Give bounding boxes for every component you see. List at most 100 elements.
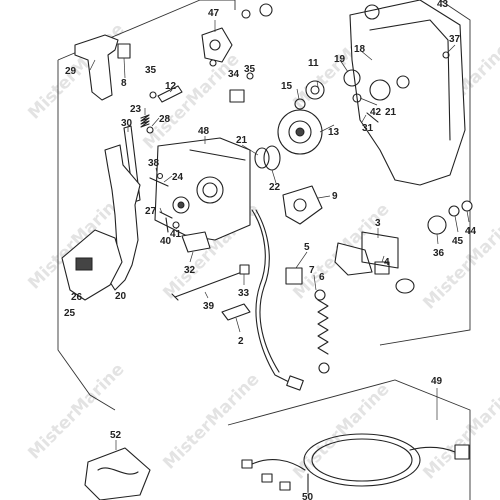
washer-22-part bbox=[263, 145, 281, 171]
watermark-10: MisterMarine bbox=[159, 369, 263, 473]
callout-5: 5 bbox=[304, 242, 310, 253]
callout-34: 34 bbox=[228, 69, 240, 80]
callout-25: 25 bbox=[64, 308, 76, 319]
cable-connector-part bbox=[286, 375, 304, 391]
callout-35-right: 35 bbox=[244, 64, 256, 75]
nut-44-part bbox=[461, 200, 473, 212]
callout-41: 41 bbox=[170, 229, 182, 240]
housing-edge-line bbox=[189, 149, 246, 161]
callout-47: 47 bbox=[208, 8, 220, 19]
rear-gear-part bbox=[369, 79, 391, 101]
block-part bbox=[229, 89, 245, 103]
callout-3: 3 bbox=[375, 218, 381, 229]
callout-32: 32 bbox=[184, 265, 196, 276]
nut-33-part bbox=[239, 264, 250, 275]
control-housing-part bbox=[154, 137, 251, 241]
switch-callout-bracket bbox=[361, 231, 399, 269]
callout-44: 44 bbox=[465, 226, 477, 237]
key-part bbox=[395, 278, 415, 294]
pivot-hub-hole-part bbox=[209, 39, 221, 51]
callout-11: 11 bbox=[308, 58, 319, 69]
main-assembly-frame-right bbox=[379, 0, 471, 346]
washer-15-part bbox=[294, 98, 306, 110]
callout-28: 28 bbox=[159, 114, 171, 125]
callout-26: 26 bbox=[71, 292, 83, 303]
callout-42: 42 bbox=[370, 107, 382, 118]
lever-arm-part bbox=[104, 144, 141, 291]
cable-part-2 bbox=[255, 209, 280, 373]
watermark-9: MisterMarine bbox=[24, 359, 128, 463]
knob-36-part bbox=[427, 215, 447, 235]
screw-37-part bbox=[442, 51, 450, 59]
callout-6: 6 bbox=[319, 272, 325, 283]
watermark-12: MisterMarine bbox=[419, 379, 500, 483]
rear-housing-boss bbox=[364, 4, 380, 20]
parts-layer bbox=[61, 0, 473, 500]
switch-dial bbox=[293, 198, 307, 212]
bushing-11-hole bbox=[310, 85, 320, 95]
main-assembly-frame-top bbox=[57, 0, 236, 61]
callout-7: 7 bbox=[309, 265, 315, 276]
harness-coil-part bbox=[303, 433, 421, 487]
spring-part bbox=[140, 114, 150, 128]
pin-part bbox=[157, 85, 183, 103]
bushing-11-part bbox=[305, 80, 325, 100]
ring-part-right bbox=[246, 72, 254, 80]
callout-23: 23 bbox=[130, 104, 142, 115]
top-nut-part bbox=[259, 3, 273, 17]
callout-8: 8 bbox=[121, 78, 127, 89]
callout-35-left: 35 bbox=[145, 65, 157, 76]
harness-connector-2 bbox=[261, 473, 273, 483]
harness-group-frame bbox=[227, 379, 471, 500]
harness-branch-part bbox=[249, 459, 306, 471]
callout-36: 36 bbox=[433, 248, 445, 259]
callout-48: 48 bbox=[198, 126, 210, 137]
lever-base-insert-part bbox=[75, 257, 93, 271]
harness-connector-1 bbox=[241, 459, 253, 469]
pin-42-part bbox=[352, 93, 362, 103]
cap-part bbox=[117, 43, 131, 59]
callout-labels: 47 43 29 8 35 12 37 18 19 11 15 34 35 23… bbox=[64, 0, 477, 500]
callout-50: 50 bbox=[302, 492, 314, 500]
top-washer-part bbox=[241, 9, 251, 19]
callout-18: 18 bbox=[354, 44, 366, 55]
housing-bore-part bbox=[196, 176, 224, 204]
leader-lines bbox=[89, 20, 470, 496]
gear-19-part bbox=[343, 69, 361, 87]
callout-33: 33 bbox=[238, 288, 250, 299]
long-bolt-part bbox=[174, 271, 243, 298]
callout-52: 52 bbox=[110, 430, 122, 441]
callout-21-left: 21 bbox=[236, 135, 248, 146]
gear-plate-inner bbox=[288, 120, 312, 144]
callout-37: 37 bbox=[449, 34, 461, 45]
callout-40: 40 bbox=[160, 236, 172, 247]
callout-38: 38 bbox=[148, 158, 160, 169]
callout-49: 49 bbox=[431, 376, 443, 387]
cable-tie-part bbox=[97, 467, 139, 475]
gear-plate-hub bbox=[295, 127, 305, 137]
harness-connector-3 bbox=[279, 481, 291, 491]
bracket-clip-part bbox=[181, 231, 211, 253]
callout-29: 29 bbox=[65, 66, 77, 77]
callout-24: 24 bbox=[172, 172, 184, 183]
handle-grip-part bbox=[74, 34, 119, 101]
harness-lead-part bbox=[409, 446, 456, 453]
long-bolt-head bbox=[171, 293, 179, 301]
pivot-hub-part bbox=[201, 27, 233, 63]
callout-15: 15 bbox=[281, 81, 293, 92]
pivot-washer-part bbox=[209, 59, 217, 67]
watermark-1: MisterMarine bbox=[24, 19, 128, 123]
screw-40-part bbox=[165, 217, 169, 233]
switch-part bbox=[282, 185, 323, 225]
housing-bore-inner bbox=[202, 182, 218, 198]
lanyard-coil-part bbox=[317, 299, 329, 355]
callout-2: 2 bbox=[238, 336, 244, 347]
rear-housing-inner bbox=[369, 19, 451, 141]
cable-part bbox=[251, 209, 296, 386]
screw-31-part bbox=[366, 112, 379, 123]
callout-27: 27 bbox=[145, 206, 157, 217]
screw-38-part bbox=[149, 177, 169, 187]
detent-ball-part bbox=[146, 126, 154, 134]
